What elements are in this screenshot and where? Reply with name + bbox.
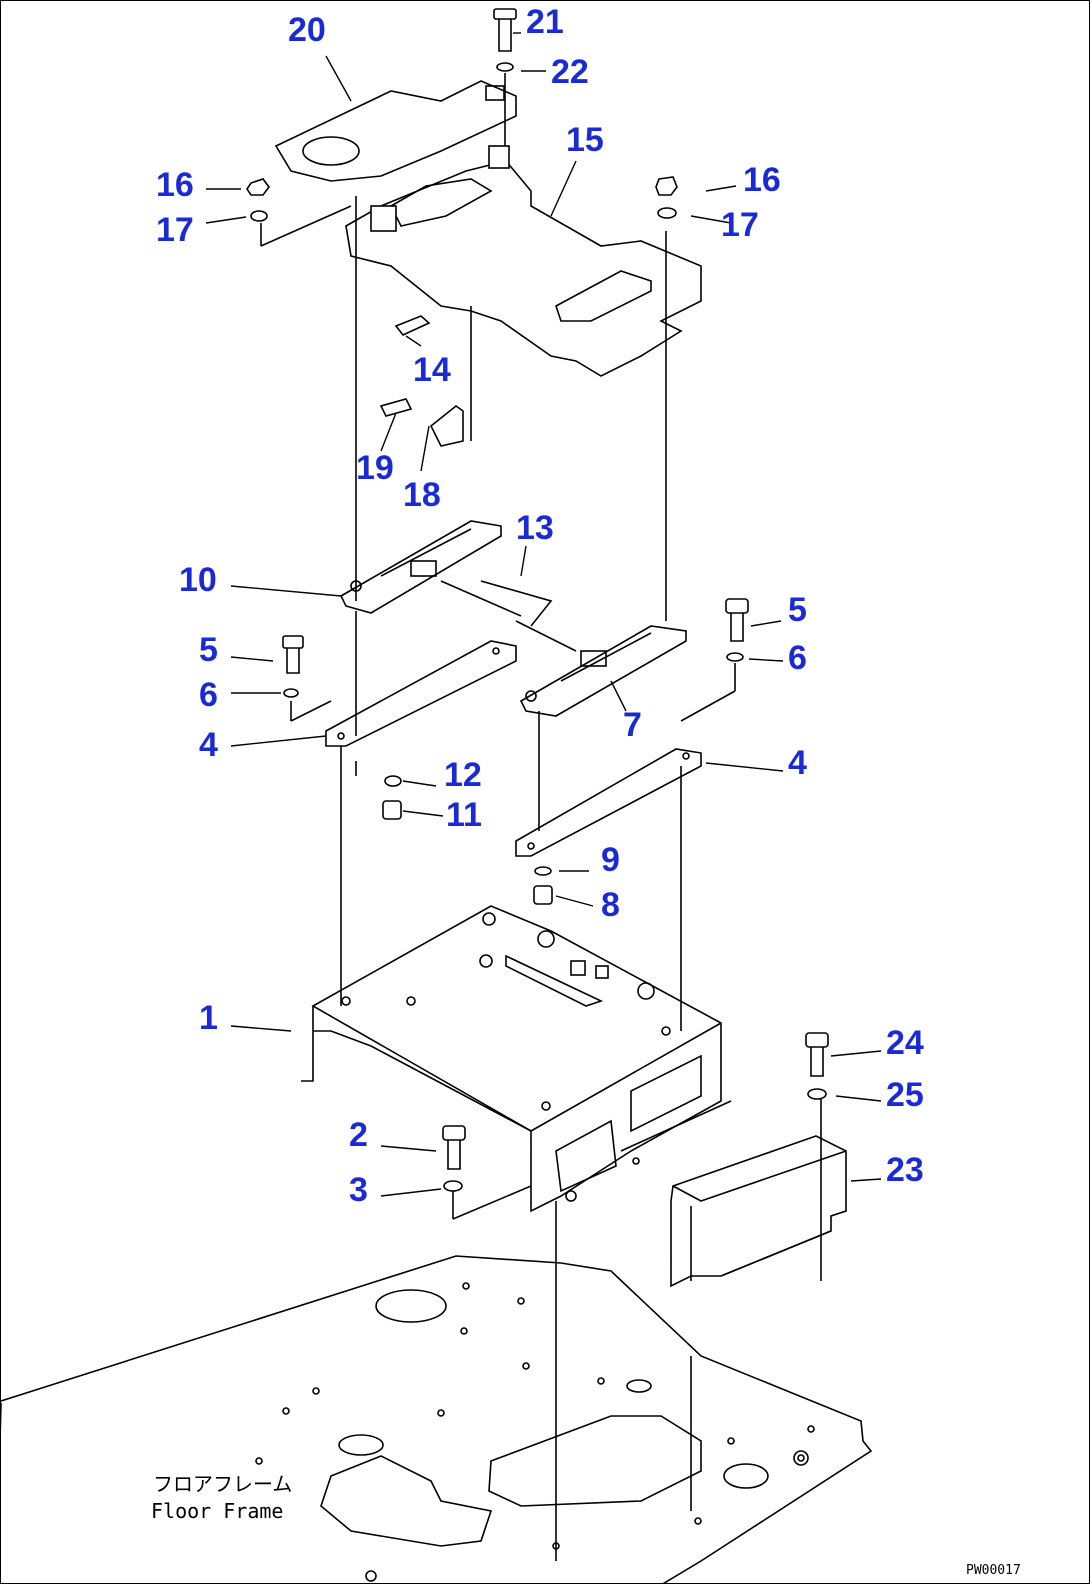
label-5-right: 5 <box>788 591 807 629</box>
label-23: 23 <box>886 1151 924 1189</box>
floor-frame-holes <box>255 1282 815 1550</box>
label-22: 22 <box>551 53 589 91</box>
floor-frame-caption-jp: フロアフレーム <box>153 1472 292 1496</box>
label-18: 18 <box>403 476 441 514</box>
label-19: 19 <box>356 449 394 487</box>
label-24: 24 <box>886 1024 924 1062</box>
label-1: 1 <box>199 999 218 1037</box>
floor-frame-caption-en: Floor Frame <box>151 1499 283 1523</box>
label-6-left: 6 <box>199 676 218 714</box>
hardware-bolts-nuts <box>246 8 829 1192</box>
label-8: 8 <box>601 886 620 924</box>
label-2: 2 <box>349 1116 368 1154</box>
label-4-left: 4 <box>199 726 218 764</box>
assembly-lines <box>260 73 822 1561</box>
label-25: 25 <box>886 1076 924 1114</box>
part-4-bar-left <box>325 640 517 747</box>
label-5-left: 5 <box>199 631 218 669</box>
part-4-bar-right <box>515 748 702 857</box>
floor-frame-drawing <box>1 1255 873 1583</box>
label-9: 9 <box>601 841 620 879</box>
part-labels: 20 21 22 15 16 17 16 17 14 19 18 13 10 5… <box>156 3 924 1209</box>
label-20: 20 <box>288 11 326 49</box>
label-10: 10 <box>179 561 217 599</box>
label-13: 13 <box>516 509 554 547</box>
label-7: 7 <box>623 706 642 744</box>
label-16-right: 16 <box>743 161 781 199</box>
label-4-right: 4 <box>788 744 807 782</box>
label-17-left: 17 <box>156 211 194 249</box>
label-3: 3 <box>349 1171 368 1209</box>
label-16-left: 16 <box>156 166 194 204</box>
part-7-rail <box>480 580 687 717</box>
label-11: 11 <box>446 796 482 834</box>
part-23-cover <box>670 1135 847 1288</box>
part-20-bracket <box>274 80 517 182</box>
part-10-rail <box>339 520 522 617</box>
part-15-plate <box>345 145 702 377</box>
label-15: 15 <box>566 121 604 159</box>
label-21: 21 <box>526 3 564 41</box>
label-14: 14 <box>413 351 451 389</box>
label-6-right: 6 <box>788 639 807 677</box>
drawing-code: PW00017 <box>966 1563 1021 1578</box>
label-17-right: 17 <box>721 206 759 244</box>
part-1-base-box <box>301 905 732 1213</box>
label-12: 12 <box>444 756 482 794</box>
leader-lines <box>205 32 882 1197</box>
